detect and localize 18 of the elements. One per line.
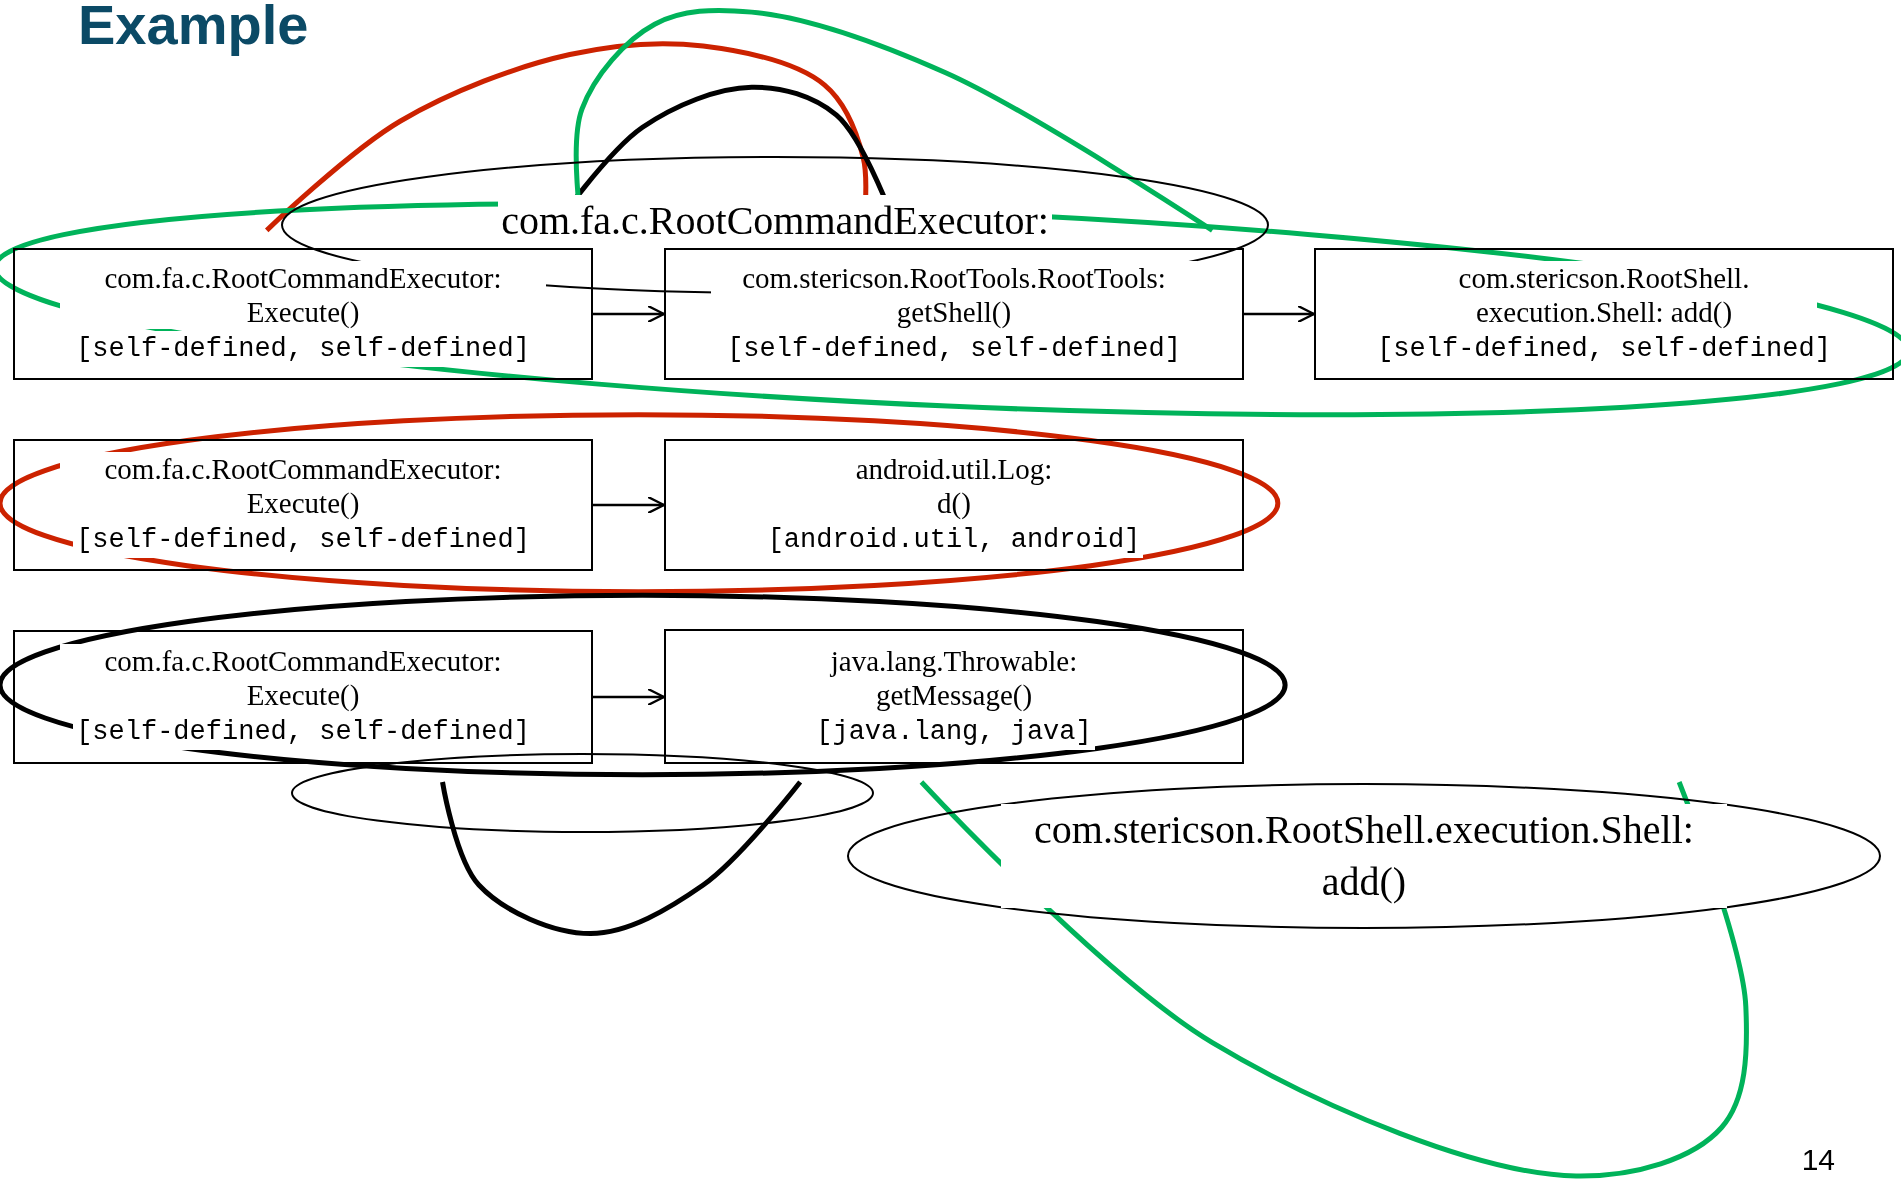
ellipse-node (846, 782, 1882, 930)
method-name: com.stericson.RootShell.execution.Shell: add() (1001, 804, 1727, 908)
arrow (1244, 304, 1316, 324)
arrow (593, 304, 666, 324)
arrow (593, 495, 666, 515)
method-box (664, 629, 1244, 764)
method-box (13, 439, 593, 571)
method-name: com.fa.c.RootCommandExecutor: Execute() (60, 261, 546, 329)
method-name: com.stericson.RootTools.RootTools: getShell() (711, 261, 1197, 329)
page-number: 14 (1801, 1143, 1835, 1177)
arrow (593, 687, 666, 707)
method-box (1314, 248, 1894, 380)
slide-title: Example (78, 0, 309, 57)
method-box (13, 248, 593, 380)
method-box (13, 630, 593, 764)
ellipse-node (290, 752, 875, 834)
method-box (664, 439, 1244, 571)
method-box (664, 248, 1244, 380)
